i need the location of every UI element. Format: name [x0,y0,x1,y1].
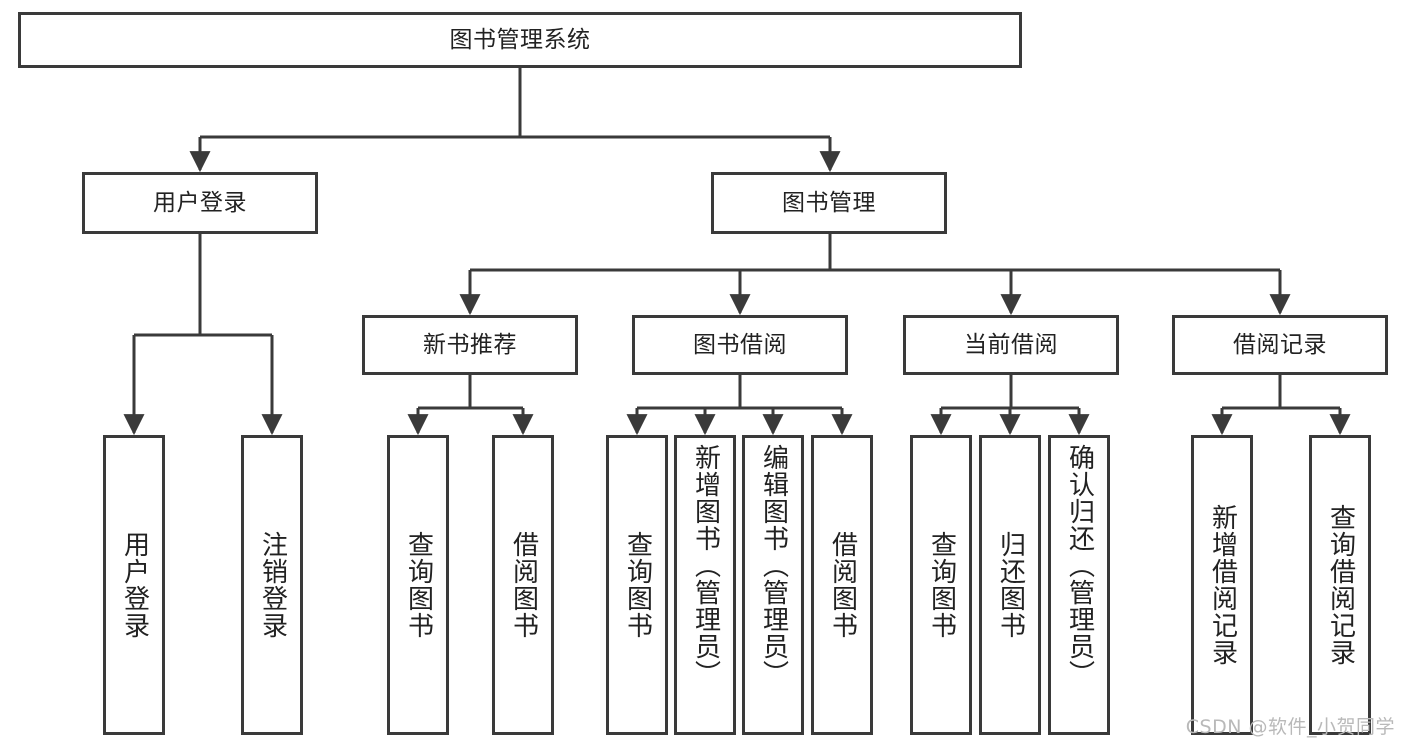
node-leaf-borrow-book-2-label: 借阅图书 [827,531,858,639]
node-root[interactable]: 图书管理系统 [18,12,1022,68]
node-leaf-edit-book[interactable]: 编辑图书（管理员） [742,435,804,735]
node-leaf-return-book[interactable]: 归还图书 [979,435,1041,735]
node-leaf-edit-book-label: 编辑图书（管理员） [758,444,789,687]
node-new-book-rec-label: 新书推荐 [423,331,517,358]
node-leaf-query-book-3-label: 查询图书 [926,531,957,639]
watermark: CSDN @软件_小贺同学 [1185,716,1395,738]
node-user-login[interactable]: 用户登录 [82,172,318,234]
node-leaf-add-record-label: 新增借阅记录 [1207,504,1238,666]
node-leaf-user-login-label: 用户登录 [119,531,150,639]
node-leaf-borrow-book-1-label: 借阅图书 [508,531,539,639]
node-root-label: 图书管理系统 [449,26,591,53]
node-borrow-record-label: 借阅记录 [1233,331,1327,358]
node-current-borrow-label: 当前借阅 [964,331,1058,358]
node-leaf-return-book-label: 归还图书 [995,531,1026,639]
node-book-manage[interactable]: 图书管理 [711,172,947,234]
node-leaf-query-record[interactable]: 查询借阅记录 [1309,435,1371,735]
node-leaf-query-record-label: 查询借阅记录 [1325,504,1356,666]
node-leaf-borrow-book-1[interactable]: 借阅图书 [492,435,554,735]
node-new-book-rec[interactable]: 新书推荐 [362,315,578,375]
node-leaf-user-login[interactable]: 用户登录 [103,435,165,735]
node-leaf-add-book[interactable]: 新增图书（管理员） [674,435,736,735]
node-borrow-record[interactable]: 借阅记录 [1172,315,1388,375]
node-leaf-query-book-3[interactable]: 查询图书 [910,435,972,735]
node-book-borrow-label: 图书借阅 [693,331,787,358]
node-leaf-borrow-book-2[interactable]: 借阅图书 [811,435,873,735]
node-leaf-query-book-1[interactable]: 查询图书 [387,435,449,735]
node-leaf-confirm-return[interactable]: 确认归还（管理员） [1048,435,1110,735]
node-leaf-query-book-1-label: 查询图书 [403,531,434,639]
node-leaf-add-record[interactable]: 新增借阅记录 [1191,435,1253,735]
node-leaf-logout-login-label: 注销登录 [257,531,288,639]
node-book-borrow[interactable]: 图书借阅 [632,315,848,375]
node-current-borrow[interactable]: 当前借阅 [903,315,1119,375]
node-leaf-confirm-return-label: 确认归还（管理员） [1064,444,1095,687]
node-leaf-logout-login[interactable]: 注销登录 [241,435,303,735]
node-book-manage-label: 图书管理 [782,189,876,216]
node-user-login-label: 用户登录 [153,189,247,216]
node-leaf-query-book-2-label: 查询图书 [622,531,653,639]
node-leaf-query-book-2[interactable]: 查询图书 [606,435,668,735]
node-leaf-add-book-label: 新增图书（管理员） [690,444,721,687]
